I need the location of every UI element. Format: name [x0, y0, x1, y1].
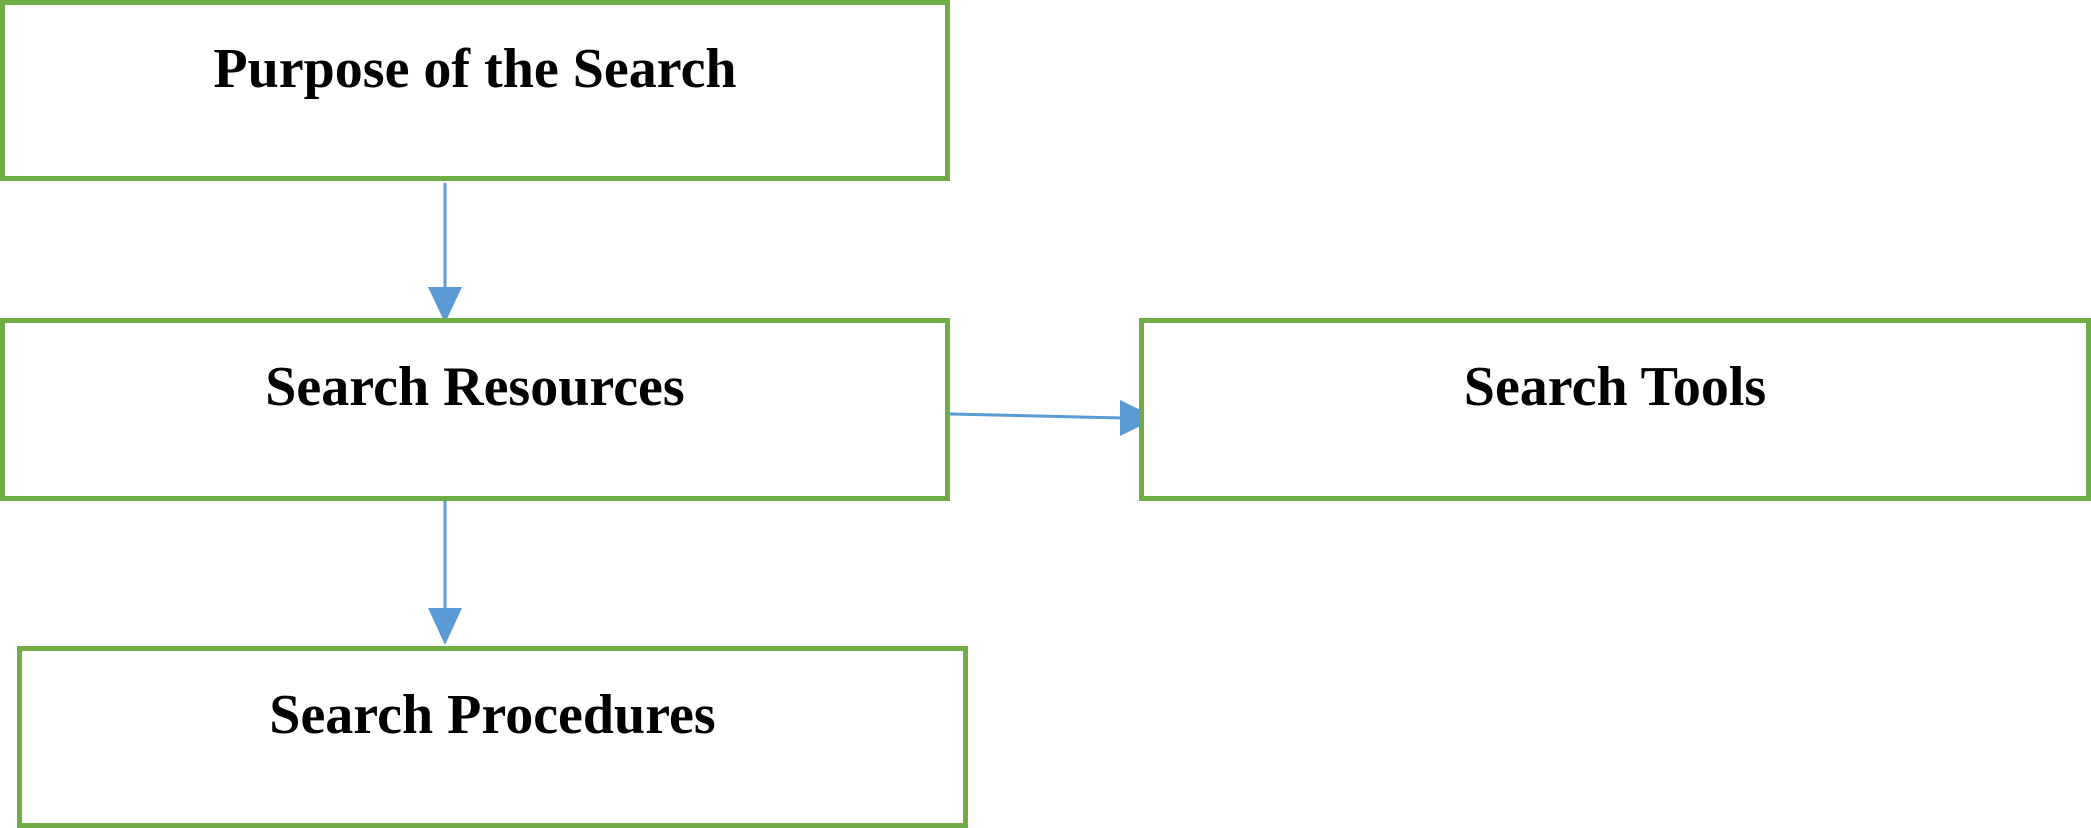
arrow-purpose-to-resources — [428, 183, 462, 323]
node-purpose-of-the-search: Purpose of the Search — [0, 0, 950, 181]
node-label-purpose: Purpose of the Search — [213, 38, 737, 100]
arrow-resources-to-tools — [949, 400, 1157, 436]
node-label-tools: Search Tools — [1463, 356, 1767, 418]
node-search-tools: Search Tools — [1139, 318, 2091, 501]
node-search-resources: Search Resources — [0, 318, 950, 501]
node-label-resources: Search Resources — [265, 356, 685, 418]
arrow-resources-to-procedures — [428, 501, 462, 645]
node-search-procedures: Search Procedures — [17, 646, 968, 828]
node-label-procedures: Search Procedures — [269, 684, 716, 746]
